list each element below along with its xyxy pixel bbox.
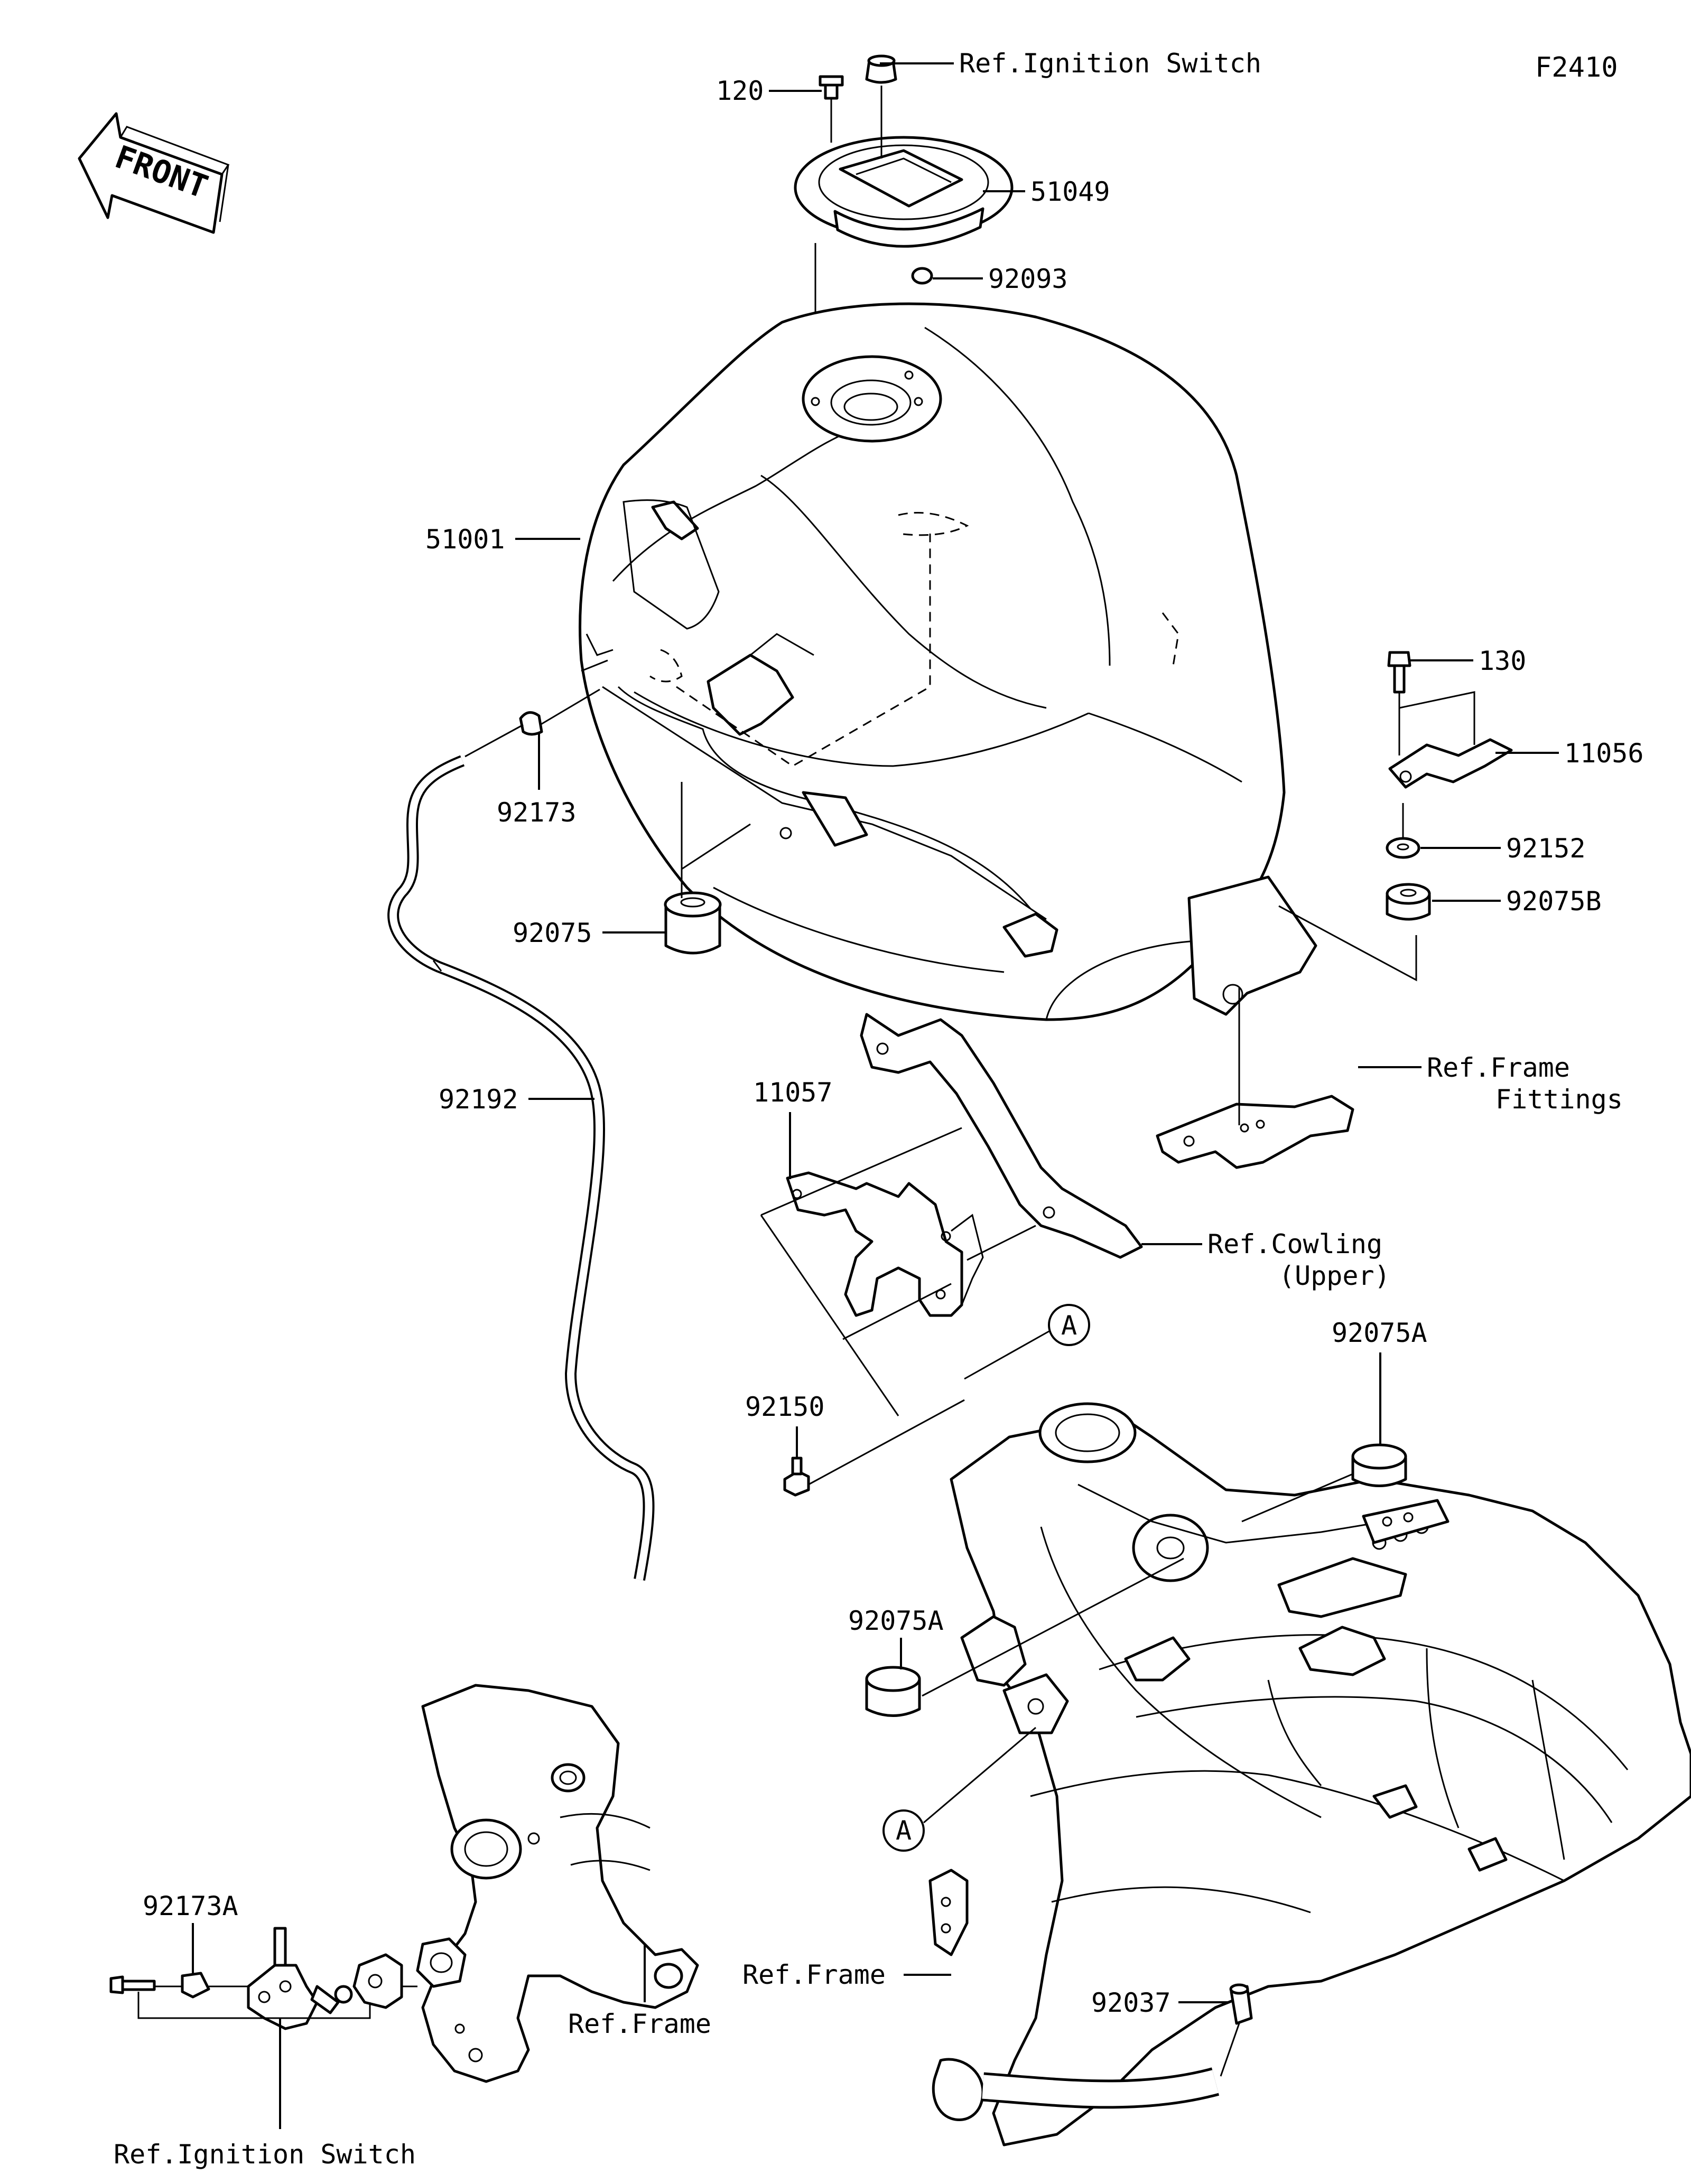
callout-92150: 92150 bbox=[745, 1392, 825, 1422]
cap-92037-icon bbox=[1229, 1983, 1253, 2025]
callout-92173a: 92173A bbox=[143, 1891, 238, 1921]
callout-ref-frame-left: Ref.Frame bbox=[742, 1959, 886, 1990]
collar-92152-icon bbox=[1386, 837, 1420, 859]
lock-insert-icon bbox=[865, 54, 897, 84]
callout-51049: 51049 bbox=[1030, 176, 1110, 207]
clip-92173a-icon bbox=[181, 1972, 210, 1999]
clamp-11056-icon bbox=[1388, 738, 1513, 789]
callout-92075b: 92075B bbox=[1506, 886, 1602, 917]
callout-ref-cowling-2: (Upper) bbox=[1279, 1261, 1390, 1291]
clip-92173-icon bbox=[519, 711, 543, 736]
callout-ref-ignition-switch-bottom: Ref.Ignition Switch bbox=[114, 2139, 416, 2170]
marker-a-upper-icon bbox=[1048, 1304, 1090, 1346]
damper-92075a-right-icon bbox=[1351, 1443, 1407, 1487]
fuel-tank bbox=[579, 302, 1317, 1021]
callout-92075a-left: 92075A bbox=[848, 1606, 944, 1636]
callout-ref-frame-fittings-1: Ref.Frame bbox=[1427, 1052, 1570, 1083]
callout-11057: 11057 bbox=[753, 1077, 833, 1108]
front-arrow-icon: FRONT bbox=[78, 112, 230, 234]
marker-a-lower: A bbox=[896, 1815, 912, 1846]
marker-a-lower-icon bbox=[882, 1809, 925, 1852]
callout-ref-cowling-1: Ref.Cowling bbox=[1207, 1229, 1382, 1259]
callout-11056: 11056 bbox=[1564, 738, 1644, 769]
callout-92075: 92075 bbox=[513, 918, 592, 948]
callout-92173: 92173 bbox=[497, 797, 577, 828]
marker-a-upper: A bbox=[1061, 1310, 1077, 1341]
breather-hose-92192 bbox=[387, 755, 655, 1581]
bracket-11057-icon bbox=[786, 1171, 984, 1317]
damper-92075b-icon bbox=[1386, 883, 1431, 921]
fuel-cap-assembly bbox=[794, 54, 1014, 402]
callout-ref-frame-bottom: Ref.Frame bbox=[568, 2009, 711, 2039]
callout-ref-frame-fittings-2: Fittings bbox=[1495, 1084, 1623, 1115]
frame-detail-left bbox=[416, 1684, 699, 2083]
frame-fitting-icon bbox=[1156, 1095, 1354, 1169]
callout-120: 120 bbox=[716, 76, 764, 106]
callout-92093: 92093 bbox=[988, 264, 1068, 294]
callout-51001: 51001 bbox=[425, 524, 505, 555]
callout-92192: 92192 bbox=[439, 1084, 518, 1115]
damper-92075-icon bbox=[664, 891, 722, 955]
figure-code: F2410 bbox=[1535, 52, 1618, 83]
bolt-left-icon bbox=[109, 1975, 156, 1994]
seal-92093-icon bbox=[911, 267, 933, 285]
callout-ref-ignition-switch-top: Ref.Ignition Switch bbox=[959, 48, 1261, 79]
switch-plate-icon bbox=[352, 1953, 403, 2009]
damper-92075a-left-icon bbox=[865, 1666, 921, 1717]
callout-130: 130 bbox=[1479, 646, 1526, 676]
bolt-120-icon bbox=[819, 75, 844, 100]
cowling-stay-icon bbox=[860, 1013, 1143, 1259]
main-frame bbox=[928, 1402, 1691, 2146]
bolt-92150-icon bbox=[783, 1457, 810, 1497]
bolt-130-icon bbox=[1387, 651, 1411, 694]
callout-92152: 92152 bbox=[1506, 833, 1586, 864]
switch-bracket-icon bbox=[247, 1927, 353, 2030]
callout-92075a-right: 92075A bbox=[1332, 1318, 1427, 1348]
callout-92037: 92037 bbox=[1091, 1987, 1171, 2018]
